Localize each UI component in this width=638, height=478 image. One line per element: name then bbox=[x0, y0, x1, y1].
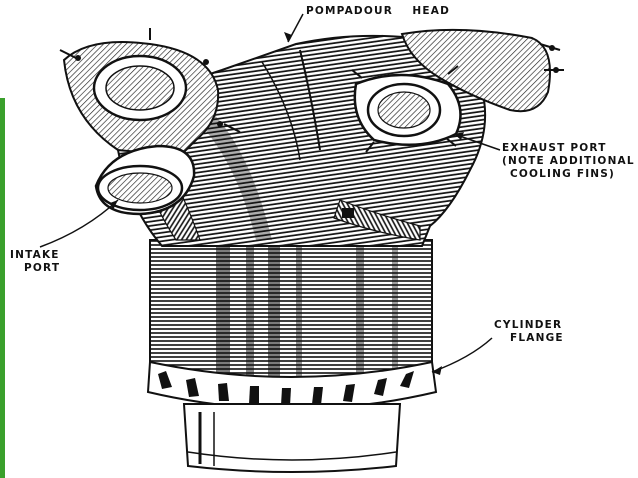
label-exhaust-line-1: EXHAUST PORT bbox=[502, 142, 607, 154]
label-exhaust-line-2: (NOTE ADDITIONAL bbox=[502, 155, 635, 167]
label-intake-line-1: INTAKE bbox=[10, 249, 60, 261]
rocker-box bbox=[400, 28, 564, 113]
label-pompadour-head: POMPADOUR HEAD bbox=[306, 5, 450, 18]
label-exhaust-line-3: COOLING FINS) bbox=[510, 168, 616, 180]
label-exhaust-port: EXHAUST PORT (NOTE ADDITIONAL COOLING FI… bbox=[502, 142, 635, 181]
label-intake-port: INTAKE PORT bbox=[10, 249, 60, 275]
cylinder-flange bbox=[146, 360, 438, 410]
leader-arrowheads bbox=[110, 32, 464, 375]
exhaust-port bbox=[351, 65, 462, 153]
label-flange-line-2: FLANGE bbox=[510, 332, 564, 344]
label-pompadour-head-text: POMPADOUR HEAD bbox=[306, 5, 451, 17]
label-intake-line-2: PORT bbox=[24, 262, 61, 274]
cylinder-skirt bbox=[182, 403, 402, 473]
intake-port-opening bbox=[94, 144, 196, 216]
cylinder-barrel bbox=[149, 239, 433, 381]
label-cylinder-flange: CYLINDER FLANGE bbox=[494, 319, 564, 345]
label-flange-line-1: CYLINDER bbox=[494, 319, 563, 331]
intake-port-housing bbox=[59, 28, 241, 158]
accent-bar bbox=[0, 98, 5, 478]
